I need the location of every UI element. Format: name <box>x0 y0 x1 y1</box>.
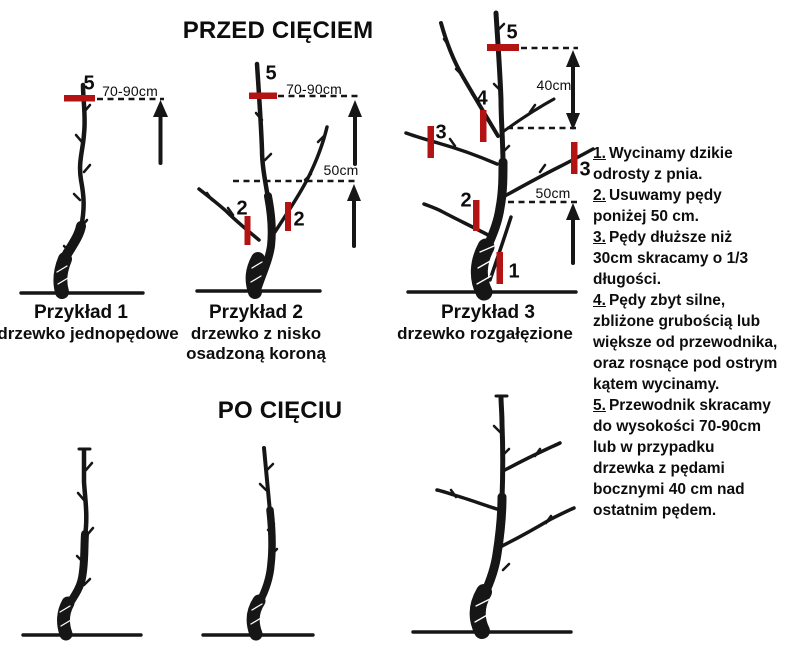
example-1-desc: drzewko jednopędowe <box>0 324 179 343</box>
measure-t1-70-90cm: 70-90cm <box>102 83 158 99</box>
instruction-3: 3.Pędy dłuższe niż 30cm skracamy o 1/3 d… <box>593 227 800 290</box>
prune-mark-t3-5 <box>487 44 519 51</box>
double-arrow-icon <box>566 50 580 130</box>
example-1-name: Przykład 1 <box>34 302 128 323</box>
marker-t2-2-left: 2 <box>236 197 248 220</box>
up-arrow-icon <box>566 203 580 265</box>
tree-3-after-art <box>435 394 576 639</box>
marker-t3-1: 1 <box>508 260 520 283</box>
instruction-5-text: Przewodnik skracamy do wysokości 70-90cm… <box>593 397 771 519</box>
instruction-1-text: Wycinamy dzikie odrosty z pnia. <box>593 145 733 183</box>
example-3-name: Przykład 3 <box>441 302 535 323</box>
up-arrow-icon <box>348 100 362 166</box>
marker-t2-5: 5 <box>265 62 277 85</box>
marker-t3-3-right: 3 <box>579 158 591 181</box>
measure-t3-40cm: 40cm <box>536 77 572 93</box>
measure-t2-50cm: 50cm <box>323 162 359 178</box>
instruction-4-number: 4. <box>593 292 606 309</box>
prune-mark-t2-2l <box>244 216 251 245</box>
instruction-3-text: Pędy dłuższe niż 30cm skracamy o 1/3 dłu… <box>593 229 749 288</box>
measure-t3-50cm: 50cm <box>535 185 571 201</box>
instruction-2-number: 2. <box>593 187 606 204</box>
tree-2-after-art <box>246 446 279 641</box>
marker-t3-2: 2 <box>460 189 472 212</box>
before-title: PRZED CIĘCIEM <box>182 17 374 44</box>
prune-mark-t3-1 <box>496 252 503 284</box>
example-2-desc: drzewko z nisko osadzoną koroną <box>186 324 326 363</box>
tree-1-before-art <box>53 82 168 299</box>
prune-mark-t2-5 <box>249 92 277 99</box>
prune-mark-t3-2 <box>473 200 480 231</box>
after-title: PO CIĘCIU <box>217 397 343 424</box>
marker-t3-5: 5 <box>506 21 518 44</box>
up-arrow-icon <box>347 184 361 248</box>
instruction-4-text: Pędy zbyt silne, zbliżone grubością lub … <box>593 292 778 393</box>
example-2-name: Przykład 2 <box>209 302 303 323</box>
measure-t2-70-90cm: 70-90cm <box>286 81 342 97</box>
instruction-3-number: 3. <box>593 229 606 246</box>
marker-t3-3-left: 3 <box>435 121 447 144</box>
instruction-5: 5.Przewodnik skracamy do wysokości 70-90… <box>593 395 800 521</box>
prune-mark-t2-2r <box>285 202 291 231</box>
prune-mark-t1-5 <box>64 95 95 102</box>
up-arrow-icon <box>153 100 168 165</box>
instruction-2: 2.Usuwamy pędy poniżej 50 cm. <box>593 185 800 227</box>
marker-t3-4: 4 <box>476 87 488 110</box>
marker-t1-5: 5 <box>83 72 95 95</box>
prune-mark-t3-3r <box>571 142 578 174</box>
instruction-1: 1.Wycinamy dzikie odrosty z pnia. <box>593 143 800 185</box>
instruction-5-number: 5. <box>593 397 606 414</box>
instruction-list: 1.Wycinamy dzikie odrosty z pnia. 2.Usuw… <box>593 143 800 521</box>
instruction-1-number: 1. <box>593 145 606 162</box>
prune-mark-t3-3l <box>427 126 434 158</box>
tree-2-before-art <box>197 61 362 299</box>
prune-mark-t3-4 <box>480 110 487 142</box>
tree-1-after-art <box>57 447 95 641</box>
instruction-2-text: Usuwamy pędy poniżej 50 cm. <box>593 187 722 225</box>
marker-t2-2-right: 2 <box>293 208 305 231</box>
instruction-4: 4.Pędy zbyt silne, zbliżone grubością lu… <box>593 290 800 395</box>
example-3-desc: drzewko rozgałęzione <box>397 324 573 343</box>
tree-3-before-art <box>404 10 595 301</box>
